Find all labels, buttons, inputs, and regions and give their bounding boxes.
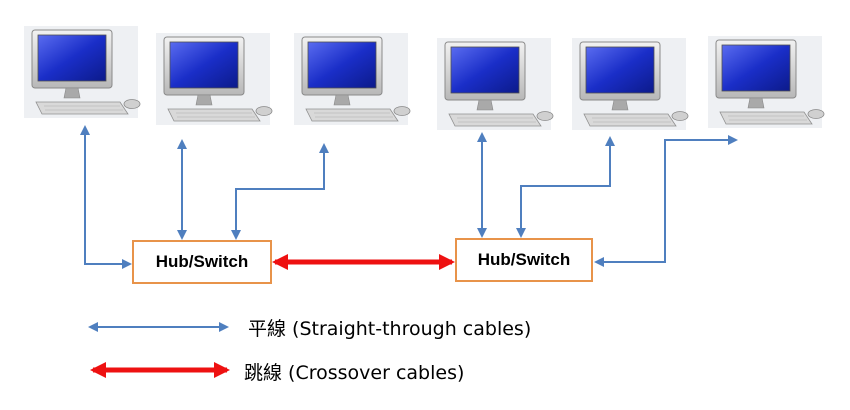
legend-crossover-label: 跳線 (Crossover cables) (244, 362, 465, 384)
desktop-computer-icon (23, 25, 141, 119)
desktop-computer-icon (707, 35, 825, 129)
hub-switch-right: Hub/Switch (455, 238, 593, 282)
cable-pc3-hub-left (231, 143, 329, 240)
cable-pc1-hub-left (80, 125, 132, 269)
hub-switch-left: Hub/Switch (132, 240, 272, 284)
desktop-computer-icon (293, 32, 411, 126)
cable-pc6-hub-right (594, 135, 738, 267)
cable-pc5-hub-right (516, 136, 615, 238)
desktop-computer-icon (155, 32, 273, 126)
legend-straight-label: 平線 (Straight-through cables) (248, 318, 532, 340)
desktop-computer-icon (436, 37, 554, 131)
desktop-computer-icon (571, 37, 689, 131)
